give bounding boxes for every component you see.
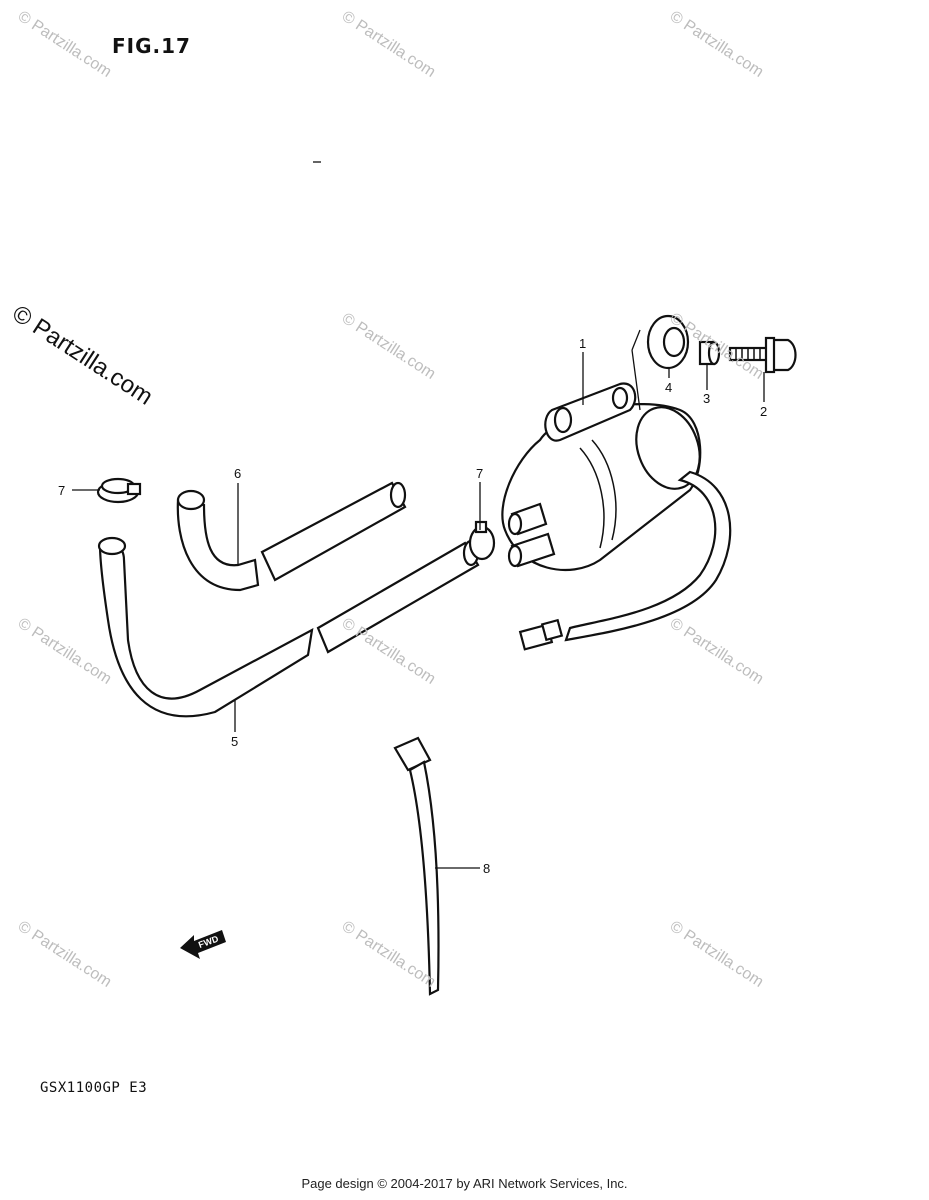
model-code: GSX1100GP E3 <box>40 1080 148 1096</box>
callout-1: 1 <box>579 336 586 351</box>
part-7-clamp-right <box>468 520 496 561</box>
callout-3: 3 <box>703 391 710 406</box>
callout-8: 8 <box>483 861 490 876</box>
callout-7-left: 7 <box>58 483 65 498</box>
callout-2: 2 <box>760 404 767 419</box>
leader-lines <box>72 329 765 869</box>
part-8-cable-tie <box>393 736 440 996</box>
part-5-fuel-hose <box>97 536 480 718</box>
callout-5: 5 <box>231 734 238 749</box>
callout-6: 6 <box>234 466 241 481</box>
callout-4: 4 <box>665 380 672 395</box>
fwd-arrow <box>180 930 226 959</box>
part-4-grommet <box>646 314 690 370</box>
fuel-pump <box>501 403 732 651</box>
callout-7-right: 7 <box>476 466 483 481</box>
part-2-bolt <box>728 336 797 374</box>
part-1-bracket <box>544 382 637 442</box>
page-footer: Page design © 2004-2017 by ARI Network S… <box>301 1176 628 1191</box>
part-6-hose <box>176 481 407 592</box>
part-7-clamp-left <box>96 477 142 504</box>
figure-title: FIG.17 <box>112 34 191 58</box>
part-3-collar <box>698 340 721 366</box>
